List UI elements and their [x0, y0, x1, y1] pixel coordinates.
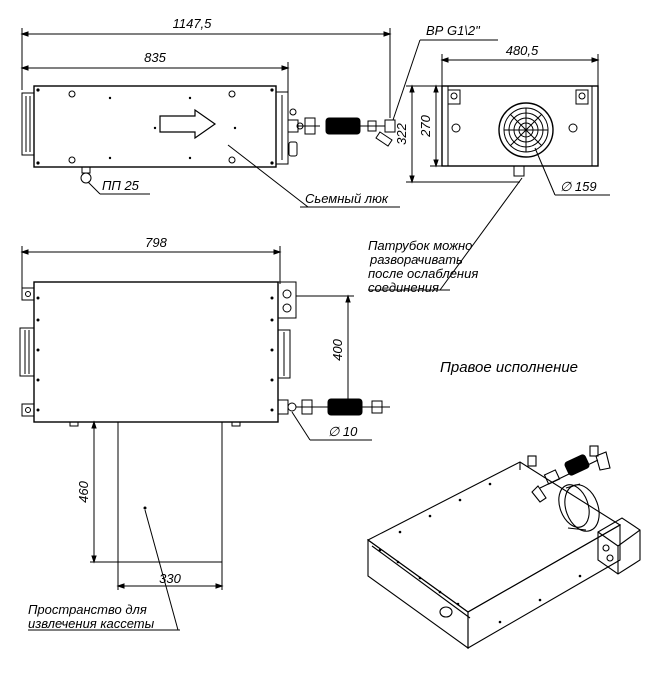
- dim-height-322-label: 322: [394, 122, 409, 144]
- thread-label: ВР G1\2": [426, 23, 481, 38]
- pipe-diameter-label: ∅ 10: [328, 424, 358, 439]
- nozzle-note: Патрубок можно разворачивать после ослаб…: [368, 177, 523, 295]
- dim-pipe-offset: 400: [296, 294, 354, 409]
- iso-side-face: [467, 524, 621, 649]
- hatch-callout: Сьемный люк: [227, 144, 400, 208]
- nozzle-note-line4: соединения: [368, 280, 439, 295]
- nozzle-note-line3: после ослабления: [368, 266, 478, 281]
- isometric-view: [366, 445, 641, 650]
- dim-overall-label: 1147,5: [173, 16, 213, 31]
- dim-plan-length: 798: [20, 235, 282, 290]
- flow-arrow-icon: [159, 108, 217, 140]
- dim-depth: 480,5: [440, 43, 600, 86]
- plan-view-body: [33, 281, 279, 423]
- dim-plan-length-label: 798: [145, 235, 167, 250]
- dim-overall: 1147,5: [20, 16, 392, 118]
- plan-view: [19, 281, 390, 427]
- version-label: Правое исполнение: [440, 359, 578, 376]
- side-view-bolts: [36, 88, 274, 165]
- plan-view-valve-assembly: [277, 398, 390, 416]
- dim-service-space-label: 460: [76, 480, 91, 502]
- hatch-label: Сьемный люк: [305, 191, 389, 206]
- end-view-port-left: [451, 123, 461, 133]
- iso-valve-assembly: [527, 445, 611, 503]
- service-space-line2: извлечения кассеты: [28, 616, 155, 631]
- iso-front-face: [367, 538, 469, 650]
- thread-callout: ВР G1\2": [392, 23, 498, 121]
- pipe-diameter-callout: ∅ 10: [291, 411, 372, 441]
- side-view: [21, 85, 396, 184]
- dim-body-length-label: 835: [144, 50, 166, 65]
- iso-duct-collar: [558, 483, 600, 532]
- duct-diameter-label: ∅ 159: [560, 179, 597, 194]
- dim-pipe-offset-label: 400: [330, 338, 345, 360]
- side-view-body: [33, 85, 277, 168]
- plan-view-right-flange: [277, 329, 291, 379]
- plan-view-service-box: [277, 281, 297, 319]
- side-view-left-flange: [21, 92, 35, 156]
- dim-height-322: 322: [394, 84, 520, 184]
- side-view-filter: [325, 117, 361, 135]
- service-space-line1: Пространство для: [28, 602, 147, 617]
- iso-top-face: [366, 461, 622, 613]
- service-space: 460 330 Пространство для извлечения касс…: [28, 420, 224, 631]
- plan-view-left-flange: [19, 327, 35, 377]
- dim-height-270-label: 270: [418, 114, 433, 137]
- side-view-hole: [68, 90, 76, 98]
- end-view-bracket-left: [447, 89, 461, 105]
- plan-view-filter: [327, 398, 363, 416]
- iso-drain: [439, 606, 453, 618]
- plan-view-bracket: [21, 287, 35, 301]
- duct-diameter-callout: ∅ 159: [534, 147, 610, 196]
- iso-service-box: [597, 517, 641, 575]
- end-view-bracket-right: [575, 89, 589, 105]
- fan-grille: [498, 102, 554, 158]
- drain-pipe: [80, 172, 92, 184]
- end-view: [441, 85, 599, 177]
- dim-height-270: 270: [418, 84, 442, 168]
- nozzle-note-line1: Патрубок можно: [368, 238, 472, 253]
- drain-callout: ПП 25: [87, 178, 150, 195]
- dim-depth-label: 480,5: [506, 43, 539, 58]
- dim-body-length: 835: [20, 50, 290, 92]
- end-view-port-right: [568, 123, 578, 133]
- side-view-valve-assembly: [287, 108, 396, 157]
- nozzle-note-line2: разворачивать: [369, 252, 463, 267]
- drain-label: ПП 25: [102, 178, 140, 193]
- end-view-drain: [513, 165, 525, 177]
